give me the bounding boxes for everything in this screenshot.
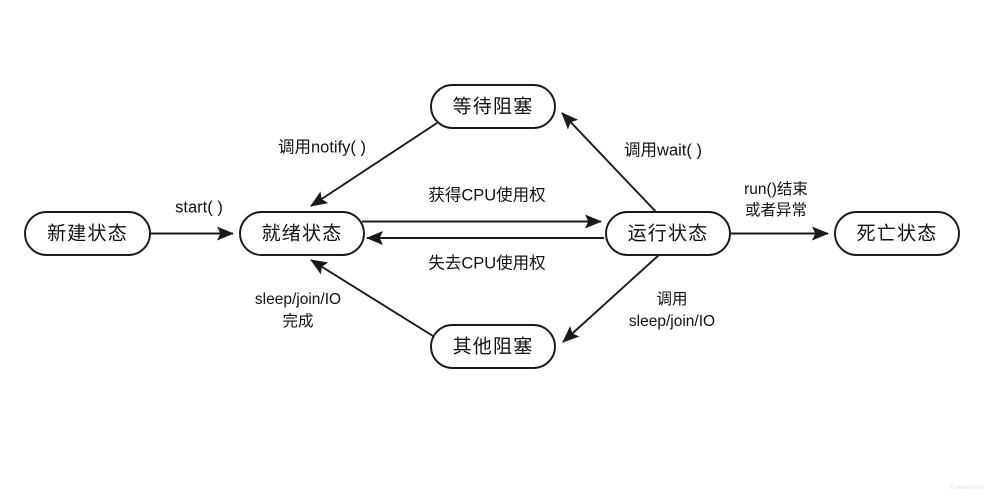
node-other-blocked[interactable]: 其他阻塞 bbox=[430, 324, 556, 369]
node-shape[interactable] bbox=[24, 211, 151, 256]
node-shape[interactable] bbox=[430, 84, 556, 129]
edge-waiting-to-ready: 调用notify( ) bbox=[278, 122, 438, 207]
edge-label-acquire-cpu: 获得CPU使用权 bbox=[428, 185, 545, 204]
edge-ready-to-running: 获得CPU使用权 bbox=[362, 185, 603, 229]
edge-label-run-end-line1: run()结束 bbox=[744, 180, 808, 198]
node-ready-state[interactable]: 就绪状态 bbox=[239, 211, 365, 256]
edge-label-lose-cpu: 失去CPU使用权 bbox=[428, 253, 545, 272]
edge-running-to-otherblock: 调用 sleep/join/IO bbox=[562, 253, 715, 343]
node-shape[interactable] bbox=[605, 211, 731, 256]
node-running-state[interactable]: 运行状态 bbox=[605, 211, 731, 256]
edge-label-call-sleep-line2: sleep/join/IO bbox=[629, 313, 715, 330]
node-shape[interactable] bbox=[239, 211, 365, 256]
edge-label-run-end-line2: 或者异常 bbox=[745, 201, 807, 219]
edge-label-start: start( ) bbox=[175, 198, 223, 216]
node-label-running-state: 运行状态 bbox=[628, 223, 709, 245]
node-waiting-blocked[interactable]: 等待阻塞 bbox=[430, 84, 556, 129]
node-label-waiting-blocked: 等待阻塞 bbox=[453, 96, 534, 118]
node-label-ready-state: 就绪状态 bbox=[262, 223, 343, 245]
node-new-state[interactable]: 新建状态 bbox=[24, 211, 151, 256]
edge-otherblock-to-ready: sleep/join/IO 完成 bbox=[255, 259, 434, 337]
edge-new-to-ready: start( ) bbox=[150, 198, 235, 241]
edge-label-call-sleep-line1: 调用 bbox=[656, 290, 687, 308]
edge-running-to-ready: 失去CPU使用权 bbox=[365, 230, 604, 272]
edge-label-wait: 调用wait( ) bbox=[624, 140, 702, 159]
edge-label-sleep-done-line1: sleep/join/IO bbox=[255, 291, 341, 308]
node-shape[interactable] bbox=[430, 324, 556, 369]
edge-line bbox=[562, 253, 661, 343]
edge-running-to-waiting: 调用wait( ) bbox=[561, 112, 702, 215]
edge-line bbox=[310, 259, 434, 337]
node-label-other-blocked: 其他阻塞 bbox=[453, 336, 534, 358]
node-dead-state[interactable]: 死亡状态 bbox=[834, 211, 960, 256]
edge-label-notify: 调用notify( ) bbox=[278, 137, 366, 156]
edge-line bbox=[310, 122, 438, 207]
edge-line bbox=[561, 112, 659, 215]
watermark-text: © watermark bbox=[950, 484, 985, 491]
node-shape[interactable] bbox=[834, 211, 960, 256]
edge-running-to-dead: run()结束 或者异常 bbox=[730, 180, 830, 241]
node-label-dead-state: 死亡状态 bbox=[857, 223, 938, 245]
edge-label-sleep-done-line2: 完成 bbox=[282, 312, 313, 330]
node-label-new-state: 新建状态 bbox=[47, 223, 128, 245]
